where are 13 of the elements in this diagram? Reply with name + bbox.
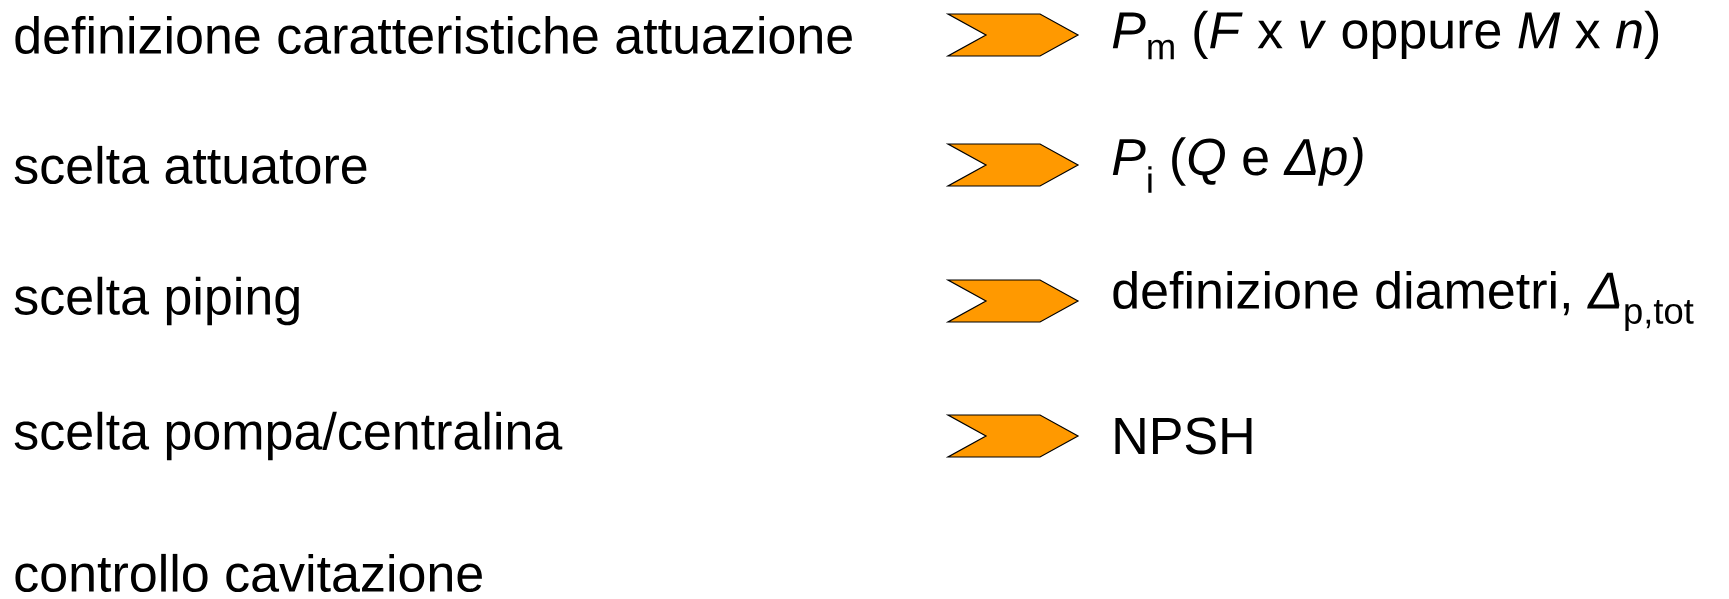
chevron-arrow bbox=[945, 13, 1080, 57]
text-label: definizione caratteristiche attuazione bbox=[15, 15, 852, 55]
text-label: P$_{m}$ (F x v oppure M x n) bbox=[1112, 10, 1659, 60]
text-label: scelta piping bbox=[14, 276, 299, 326]
chevron-arrow bbox=[945, 143, 1080, 187]
text-label: controllo cavitazione bbox=[15, 553, 482, 593]
chevron-arrow bbox=[945, 414, 1080, 458]
text-label: scelta attuatore bbox=[14, 145, 367, 185]
chevron-arrow bbox=[945, 279, 1080, 323]
text-label: NPSH bbox=[1115, 417, 1252, 455]
text-label: definizione diametri, Δ$_{p,tot}$ bbox=[1113, 270, 1694, 332]
text-label: P$_{i}$ (Q e Δp) bbox=[1112, 137, 1363, 193]
text-label: scelta pompa/centralina bbox=[14, 411, 563, 461]
